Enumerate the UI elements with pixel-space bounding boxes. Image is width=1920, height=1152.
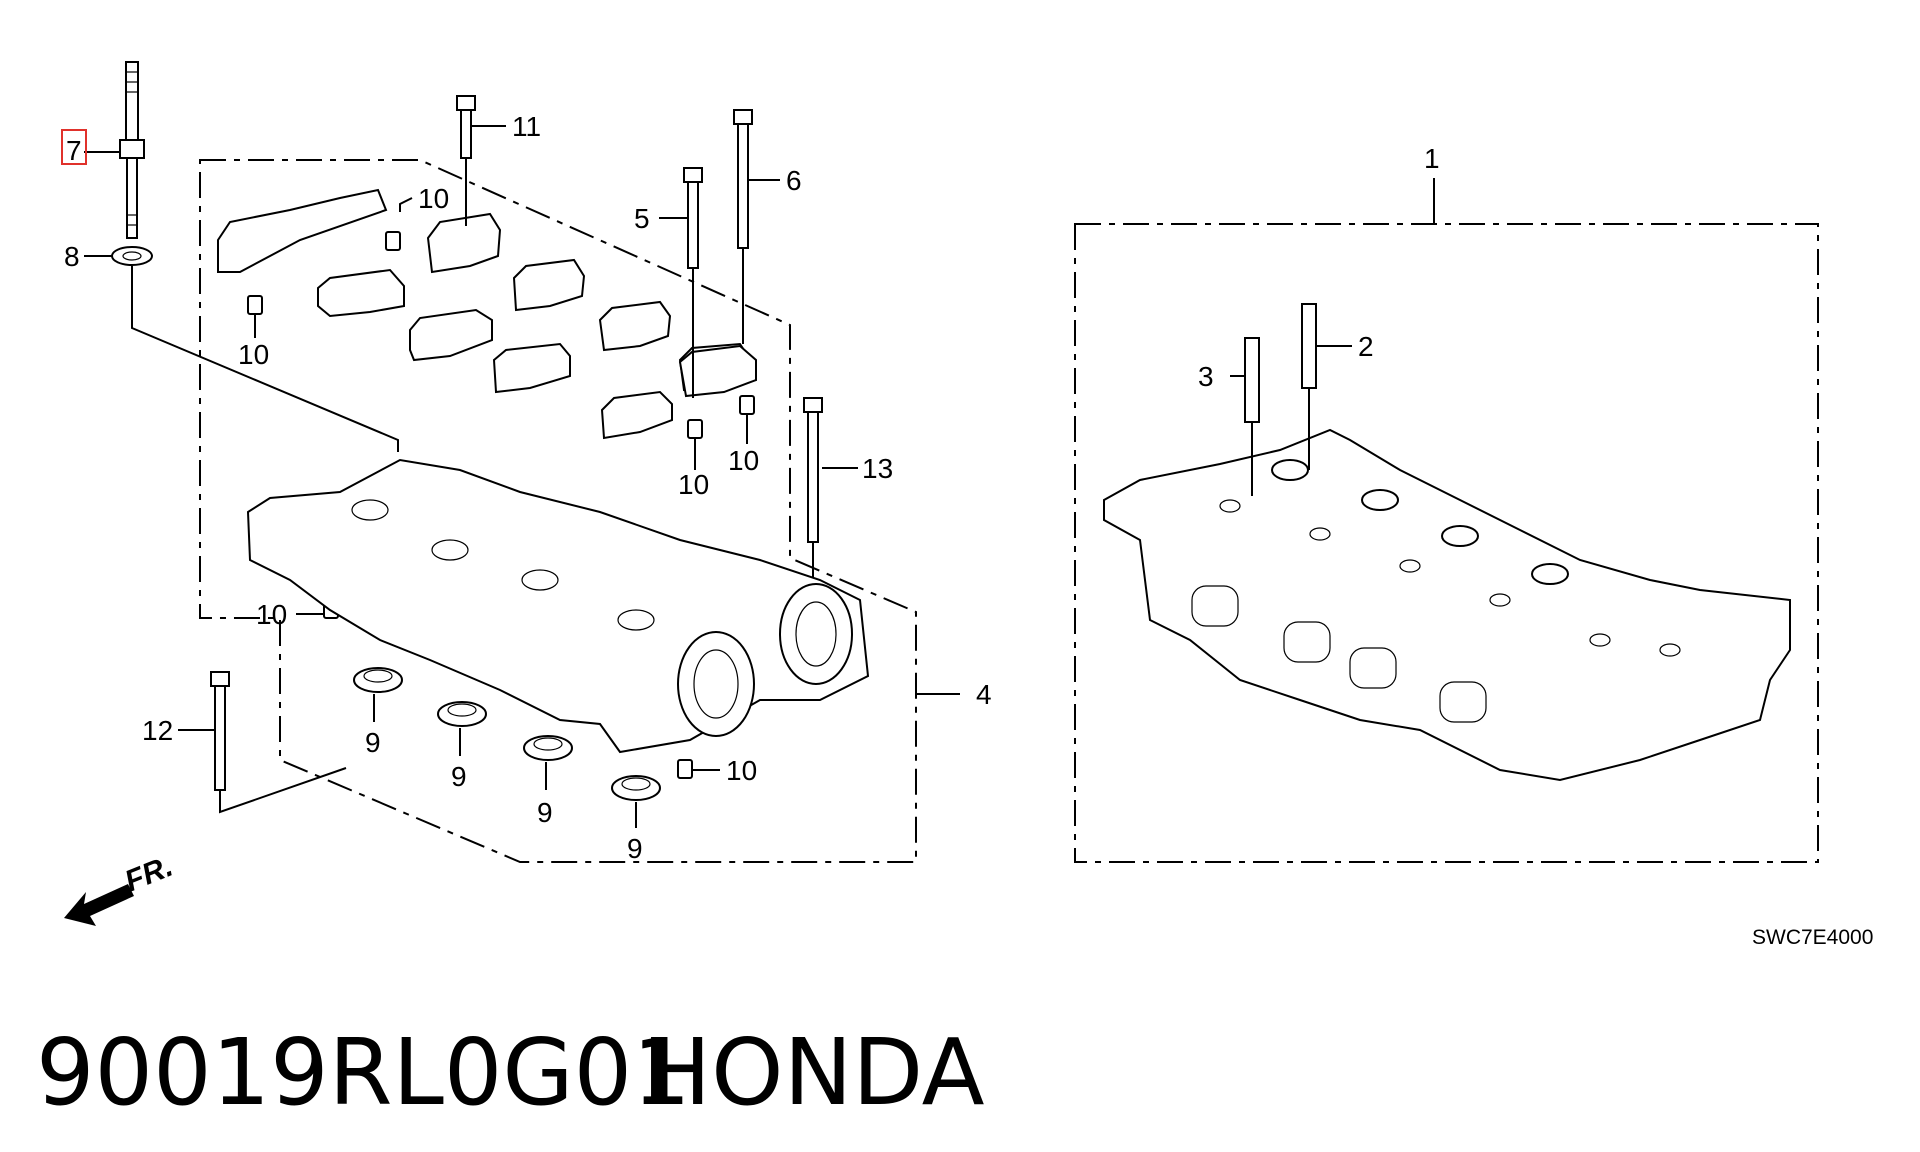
stud-bolt-part xyxy=(119,61,145,239)
callout-12[interactable]: 12 xyxy=(142,715,173,746)
callout-8[interactable]: 8 xyxy=(64,241,80,272)
brand-name: HONDA xyxy=(642,1019,985,1126)
callout-1[interactable]: 1 xyxy=(1424,143,1440,174)
callout-9c[interactable]: 9 xyxy=(537,797,553,828)
callout-10a[interactable]: 10 xyxy=(418,183,449,214)
cam-holder-housing xyxy=(246,458,870,754)
washer-part xyxy=(111,246,153,266)
callout-10d[interactable]: 10 xyxy=(728,445,759,476)
callout-10e[interactable]: 10 xyxy=(256,599,287,630)
bolts xyxy=(210,95,823,814)
camshaft-holders xyxy=(217,188,757,440)
head-dowels xyxy=(1244,303,1317,496)
callout-3[interactable]: 3 xyxy=(1198,361,1214,392)
callout-10f[interactable]: 10 xyxy=(726,755,757,786)
front-arrow-label: FR. xyxy=(120,850,177,899)
callout-5[interactable]: 5 xyxy=(634,203,650,234)
callout-7[interactable]: 7 xyxy=(66,135,82,166)
callout-9a[interactable]: 9 xyxy=(365,727,381,758)
callout-9d[interactable]: 9 xyxy=(627,833,643,864)
cylinder-head-part xyxy=(1103,428,1791,782)
cylinder-head-assy-outline xyxy=(1074,223,1819,863)
callout-13[interactable]: 13 xyxy=(862,453,893,484)
cam-holder-group-outline xyxy=(199,159,917,863)
part-number: 90019RL0G01 xyxy=(36,1019,691,1126)
dowel-pins xyxy=(247,231,755,779)
front-arrow: FR. xyxy=(64,850,177,926)
callout-2[interactable]: 2 xyxy=(1358,331,1374,362)
callout-10c[interactable]: 10 xyxy=(678,469,709,500)
leader-lines xyxy=(178,125,1435,771)
callout-10b[interactable]: 10 xyxy=(238,339,269,370)
seals xyxy=(353,667,661,828)
callout-9b[interactable]: 9 xyxy=(451,761,467,792)
diagram-code: SWC7E4000 xyxy=(1752,926,1873,949)
highlight-box xyxy=(61,129,87,165)
callout-6[interactable]: 6 xyxy=(786,165,802,196)
callout-4[interactable]: 4 xyxy=(976,679,992,710)
callout-11[interactable]: 11 xyxy=(512,111,541,142)
